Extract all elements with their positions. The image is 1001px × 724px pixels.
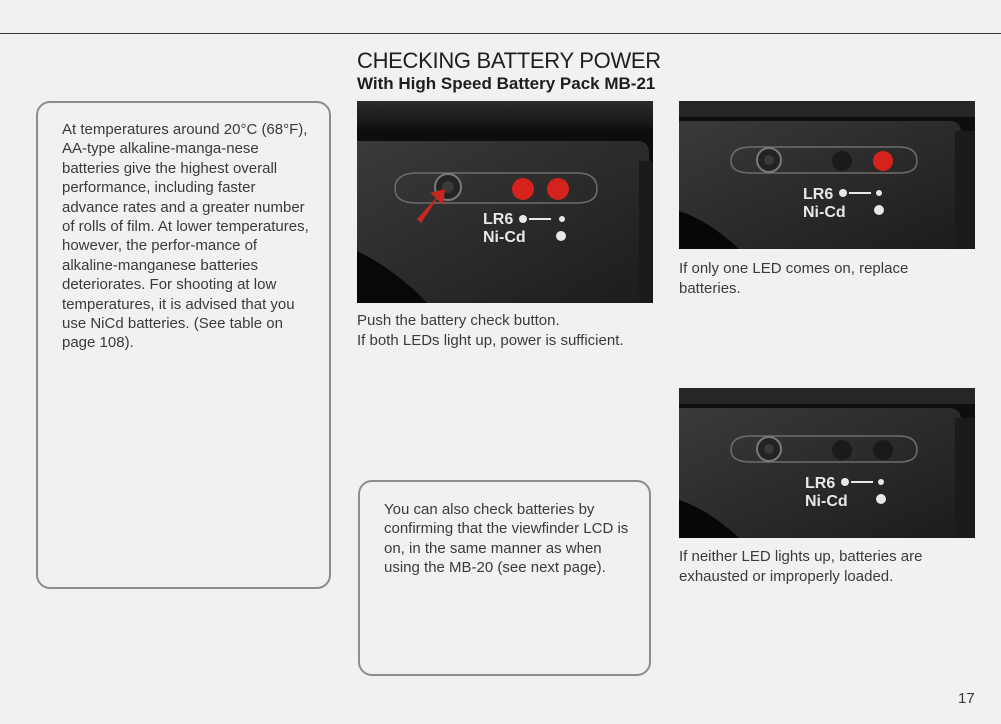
top-rule	[0, 33, 1001, 34]
viewfinder-note-text: You can also check batteries by confirmi…	[384, 501, 629, 577]
label-lr6: LR6	[803, 186, 833, 203]
led-2-lit	[547, 178, 569, 200]
label-nicd: Ni-Cd	[483, 229, 526, 246]
photo-both-leds-lit: LR6 Ni-Cd	[357, 101, 653, 303]
led-2-off	[873, 440, 893, 460]
page-subtitle: With High Speed Battery Pack MB-21	[357, 74, 656, 93]
caption-both-leds: Push the battery check button. If both L…	[357, 312, 624, 349]
photo-no-led-lit: LR6 Ni-Cd	[679, 388, 975, 538]
label-lr6: LR6	[483, 211, 513, 228]
led-2-lit	[873, 151, 893, 171]
led-1-off	[832, 151, 852, 171]
page-number: 17	[958, 690, 975, 707]
viewfinder-note-box: You can also check batteries by confirmi…	[358, 480, 651, 676]
temperature-note-text: At temperatures around 20°C (68°F), AA-t…	[62, 121, 309, 352]
caption-one-led: If only one LED comes on, replace batter…	[679, 260, 909, 297]
page-title: CHECKING BATTERY POWER	[357, 48, 661, 73]
led-1-off	[832, 440, 852, 460]
label-lr6: LR6	[805, 475, 835, 492]
pointer-arrow-icon	[417, 189, 445, 223]
temperature-note-box: At temperatures around 20°C (68°F), AA-t…	[36, 101, 331, 589]
label-nicd: Ni-Cd	[803, 204, 846, 221]
led-1-lit	[512, 178, 534, 200]
caption-no-led: If neither LED lights up, batteries are …	[679, 548, 923, 585]
photo-one-led-lit: LR6 Ni-Cd	[679, 101, 975, 249]
label-nicd: Ni-Cd	[805, 493, 848, 510]
